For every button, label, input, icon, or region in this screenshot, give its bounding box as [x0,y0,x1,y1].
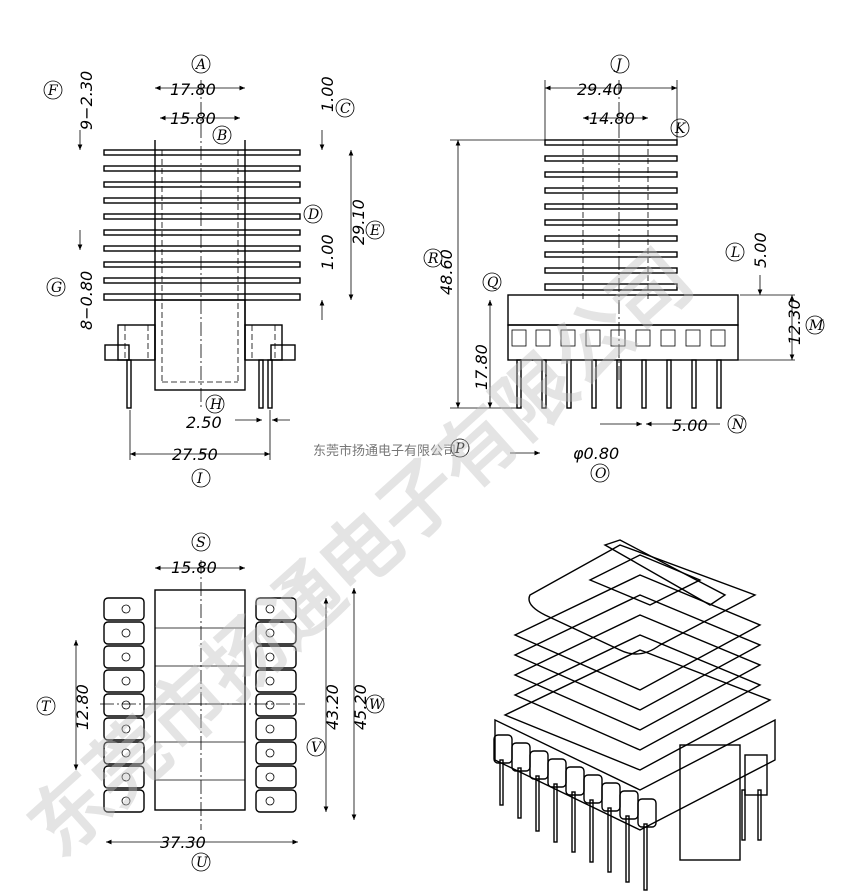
svg-text:O: O [595,466,607,482]
dim-r: 48.60 [437,249,456,295]
svg-text:K: K [674,121,687,137]
label-e: E [365,220,385,240]
label-c: C [335,98,355,118]
label-o: O [590,463,610,483]
svg-text:S: S [196,535,206,551]
label-v: V [306,737,326,757]
label-l: L [725,242,745,262]
dim-d: 1.00 [318,234,337,270]
svg-text:N: N [731,417,745,433]
svg-text:J: J [613,57,623,73]
dim-j: 29.40 [577,80,623,99]
letter-labels: A B C D E F G H I J K L M N O P Q R S T … [36,54,825,872]
label-w: W [365,694,385,714]
label-g: G [46,277,66,297]
label-p: P [450,438,470,458]
label-q: Q [482,272,502,292]
dim-a: 17.80 [170,80,216,99]
dim-u: 37.30 [160,833,206,852]
svg-text:I: I [196,471,203,487]
front-flanges [103,149,301,301]
dim-e: 29.10 [349,199,368,245]
svg-text:B: B [216,128,227,144]
svg-text:A: A [194,57,206,73]
dim-o: φ0.80 [573,444,619,463]
label-d: D [303,204,323,224]
dim-h: 2.50 [186,413,222,432]
side-pin-tabs [511,329,726,347]
bottom-view: 15.80 37.30 43.20 45.20 12.80 [73,558,370,852]
label-a: A [191,54,211,74]
dim-g: 8−0.80 [77,271,96,330]
label-b: B [212,125,232,145]
dim-m: 12.30 [785,299,804,345]
svg-text:R: R [427,251,439,267]
iso-posts [493,734,657,828]
company-label: 东莞市扬通电子有限公司 [313,443,456,459]
bottom-left-terminals [103,597,145,813]
dim-b: 15.80 [170,109,216,128]
svg-text:Q: Q [487,275,499,291]
front-view: 17.80 15.80 1.00 1.00 29.10 9−2.30 8−0.8… [77,71,368,464]
svg-text:L: L [730,245,740,261]
svg-text:P: P [454,441,465,457]
dim-w: 45.20 [351,684,370,730]
svg-text:E: E [369,223,380,239]
bottom-right-terminals [255,597,297,813]
dim-f: 9−2.30 [77,71,96,130]
label-m: M [805,315,825,335]
svg-text:H: H [209,397,223,413]
dim-q: 17.80 [472,344,491,390]
isometric-view [493,539,776,891]
dim-n: 5.00 [672,416,708,435]
label-k: K [670,118,690,138]
label-r: R [423,248,443,268]
label-h: H [205,394,225,414]
svg-text:W: W [369,697,385,713]
dim-t: 12.80 [73,684,92,730]
dim-l: 5.00 [751,232,770,268]
svg-text:C: C [340,101,351,117]
svg-text:G: G [51,280,62,296]
label-f: F [43,80,63,100]
label-i: I [191,468,211,488]
label-t: T [36,696,56,716]
label-n: N [727,414,747,434]
label-u: U [191,852,211,872]
svg-text:T: T [41,699,52,715]
iso-pins [499,759,762,891]
dim-k: 14.80 [589,109,635,128]
label-j: J [610,54,630,74]
dim-v: 43.20 [323,684,342,730]
svg-text:V: V [311,740,323,756]
svg-text:D: D [307,207,319,223]
svg-text:U: U [196,855,209,871]
dim-c: 1.00 [318,76,337,112]
side-view: 29.40 14.80 5.00 12.30 5.00 φ0.80 17.80 … [437,80,804,463]
dim-s: 15.80 [171,558,217,577]
label-s: S [191,532,211,552]
svg-text:F: F [47,83,59,99]
dim-i: 27.50 [172,445,218,464]
side-flanges [544,139,678,291]
side-pins [516,359,722,409]
svg-text:M: M [808,318,824,334]
